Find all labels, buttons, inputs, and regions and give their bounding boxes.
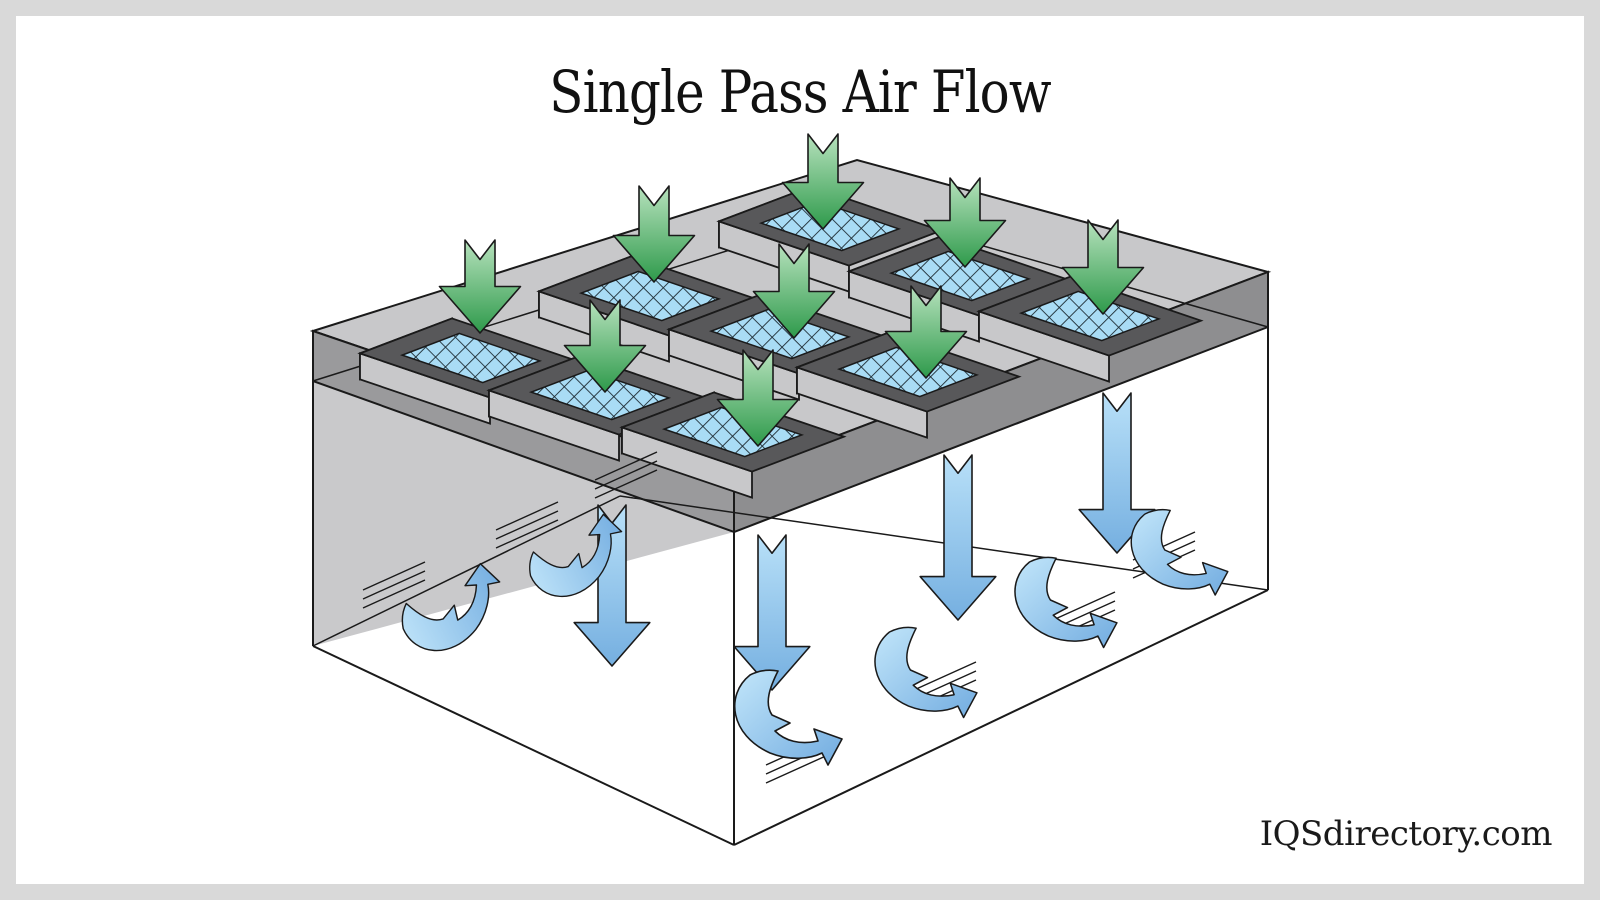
motion-line <box>594 460 658 490</box>
edge-bottom-right <box>733 589 1269 846</box>
supply-arrow-icon <box>612 185 696 283</box>
filter-unit <box>619 391 847 499</box>
supply-arrow-icon <box>563 299 647 393</box>
motion-line <box>495 519 559 549</box>
page-title: Single Pass Air Flow <box>549 58 1051 126</box>
filter-unit <box>976 275 1204 383</box>
return-swirl-icon <box>1014 556 1118 649</box>
swirl-shape <box>874 626 978 719</box>
filter-mesh <box>1018 290 1162 342</box>
motion-line <box>362 579 426 609</box>
motion-line <box>594 469 658 499</box>
downflow-arrows <box>573 392 1156 691</box>
filter-mesh <box>399 332 543 384</box>
filter-mesh <box>836 346 980 398</box>
filter-mesh <box>528 369 672 421</box>
return-swirl-icon <box>529 513 623 598</box>
swirl-shape <box>734 669 843 766</box>
swirl-shape <box>401 562 501 652</box>
motion-line <box>913 661 977 691</box>
edge-bottom-left <box>312 645 735 846</box>
return-swirl-icon <box>1130 508 1229 596</box>
return-swirl-icon <box>401 562 501 652</box>
supply-arrow-icon <box>884 285 968 379</box>
return-swirls <box>362 451 1229 784</box>
supply-arrows <box>438 133 1145 447</box>
filter-units <box>357 185 1204 499</box>
motion-line <box>1052 591 1116 621</box>
supply-arrow-icon <box>1061 219 1145 315</box>
supply-arrow-icon <box>438 239 522 334</box>
downflow-arrow-icon <box>733 534 811 691</box>
diagram-canvas: Single Pass Air Flow <box>16 16 1584 884</box>
downflow-arrow-icon <box>1078 392 1156 554</box>
filter-unit <box>486 354 714 462</box>
brand-watermark: IQSdirectory.com <box>1259 814 1553 854</box>
motion-line <box>495 501 559 531</box>
motion-line <box>594 451 658 481</box>
left-wall-panel <box>313 381 620 646</box>
downflow-arrow-icon <box>573 504 651 667</box>
filter-mesh <box>888 250 1032 302</box>
motion-line <box>362 561 426 591</box>
downflow-arrow-icon <box>919 454 997 621</box>
cleanroom-diagram <box>309 133 1272 846</box>
supply-arrow-icon <box>752 243 836 339</box>
edge-left-wall-base <box>312 495 621 647</box>
return-swirl-icon <box>874 626 978 719</box>
filter-mesh <box>758 200 902 252</box>
swirl-shape <box>1130 508 1229 596</box>
filter-mesh <box>661 406 805 458</box>
supply-arrow-icon <box>781 133 865 230</box>
filter-mesh <box>578 270 722 322</box>
return-swirl-icon <box>734 669 843 766</box>
swirl-shape <box>1014 556 1118 649</box>
filter-mesh <box>708 308 852 360</box>
motion-line <box>362 570 426 600</box>
supply-arrow-icon <box>923 177 1007 268</box>
filter-unit <box>794 331 1022 439</box>
motion-line <box>495 510 559 540</box>
supply-arrow-icon <box>716 349 800 447</box>
motion-line <box>765 754 829 784</box>
swirl-shape <box>529 513 623 598</box>
